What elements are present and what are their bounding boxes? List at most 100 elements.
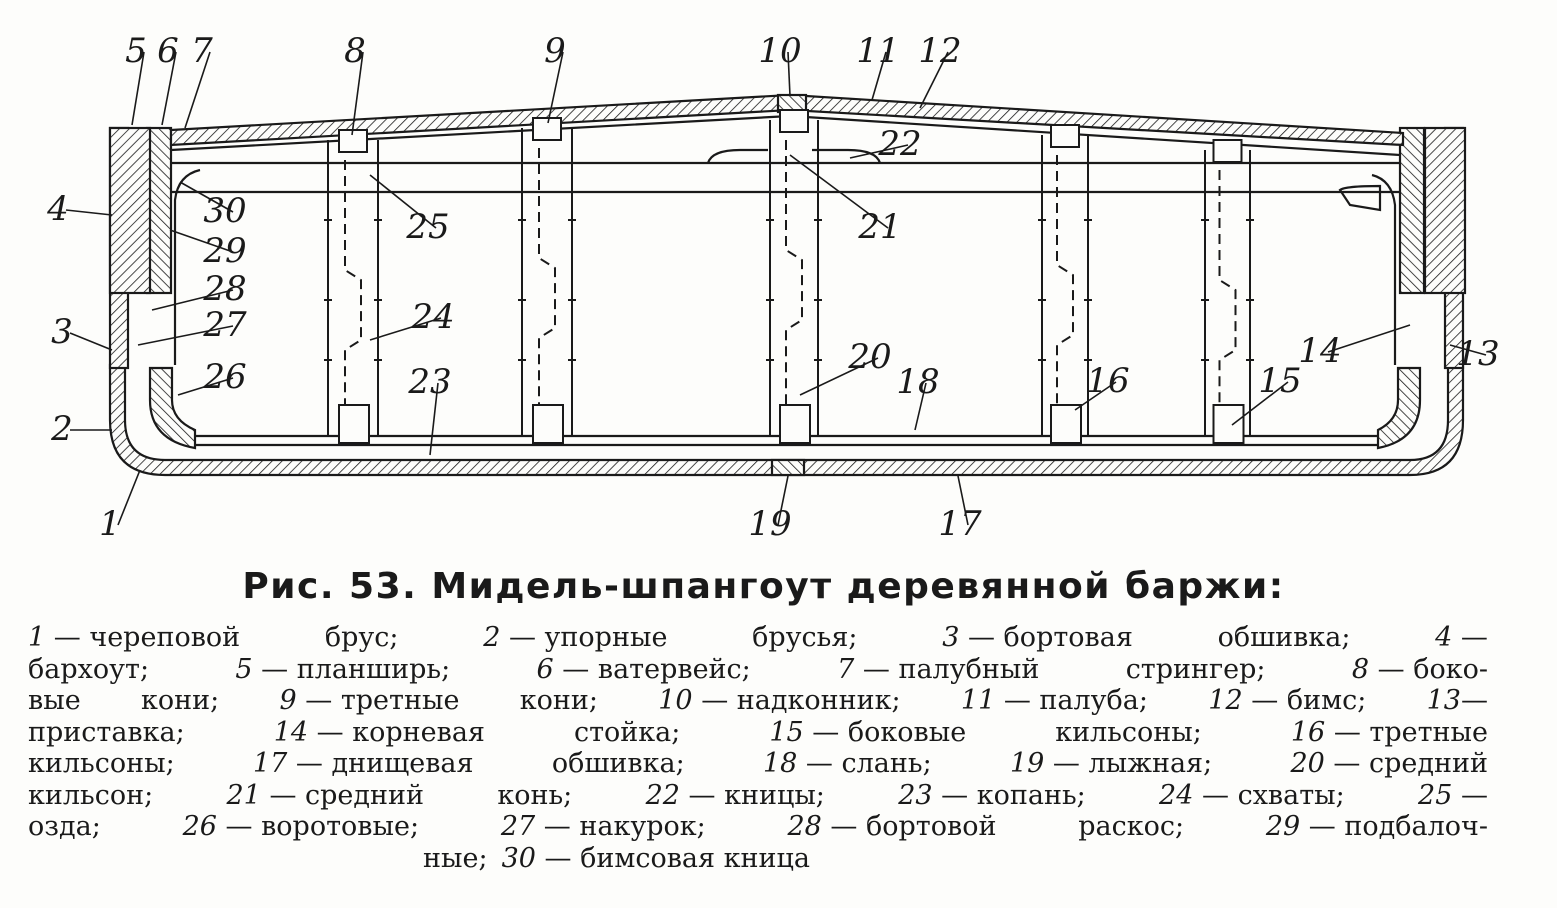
part-number-label: 21: [857, 207, 901, 247]
leader-line: [429, 382, 439, 456]
part-number-label: 23: [407, 362, 451, 402]
legend-segment: 24 — схваты;: [1159, 779, 1345, 811]
right-waterway: [1398, 126, 1426, 295]
right-side-brace: [1371, 173, 1397, 365]
legend-segment: 6 — ватервейс;: [536, 653, 751, 685]
legend-segment: 13—: [1426, 685, 1488, 716]
legend-segment: кони;: [140, 685, 220, 716]
legend-segment: 4 —: [1435, 622, 1488, 653]
vertical-frame: [1201, 139, 1254, 444]
legend-segment: 19 — лыжная;: [1009, 748, 1213, 779]
part-number-label: 30: [203, 191, 246, 231]
leader-line: [369, 317, 442, 341]
part-number-label: 13: [1456, 334, 1499, 374]
part-number-label: 26: [202, 357, 246, 397]
part-number-label: 25: [405, 207, 449, 247]
vertical-frame: [1038, 124, 1092, 444]
keel-shoe: [770, 458, 806, 477]
legend-segment: озда;: [28, 811, 101, 842]
legend-segment: 5 — планширь;: [235, 653, 451, 685]
part-number-label: 6: [157, 31, 179, 71]
part-number-label: 17: [938, 504, 982, 544]
leader-line: [177, 377, 234, 396]
part-number-label: 7: [191, 31, 213, 71]
part-number-label: 5: [125, 31, 147, 71]
leader-line: [131, 51, 145, 126]
leader-line: [117, 469, 141, 526]
legend-segment: раскос;: [1078, 811, 1185, 842]
legend-segment: кильсоны;: [28, 748, 175, 779]
part-number-label: 9: [544, 31, 566, 71]
legend-segment: 30 — бимсовая кница: [501, 842, 810, 874]
legend-segment: 20 — средний: [1290, 748, 1488, 779]
figure-caption: Рис. 53. Мидель-шпангоут деревянной барж…: [242, 566, 1285, 607]
legend-segment: 23 — копань;: [898, 779, 1086, 811]
part-number-label: 3: [51, 312, 73, 352]
leader-line: [137, 325, 234, 346]
legend-segment: кильсон;: [28, 779, 154, 811]
legend-segment: 12 — бимс;: [1208, 685, 1367, 716]
leader-line: [787, 51, 791, 97]
part-number-label: 27: [202, 305, 247, 345]
right-beam-knee: [1338, 184, 1382, 212]
legend-segment: брусья;: [752, 622, 858, 653]
leader-line: [65, 209, 113, 216]
leader-line: [547, 51, 564, 124]
leader-line: [849, 144, 909, 159]
legend-segment: 25 —: [1418, 779, 1488, 811]
part-number-label: 28: [202, 269, 246, 309]
vertical-frame: [518, 117, 576, 444]
part-number-label: 10: [758, 31, 801, 71]
part-number-label: 4: [46, 189, 69, 229]
left-rubbing-strake: [108, 126, 152, 295]
leader-lines: [65, 51, 1487, 526]
leader-line: [184, 51, 211, 129]
leader-line: [1231, 381, 1289, 426]
vertical-frame: [766, 109, 822, 444]
leader-line: [151, 289, 234, 311]
leader-line: [179, 181, 234, 213]
legend-segment: 21 — средний: [226, 779, 425, 811]
legend-segment: обшивка;: [1217, 622, 1351, 653]
legend-segment: 9 — третные: [279, 685, 460, 716]
leader-line: [169, 229, 234, 253]
part-number-label: 8: [344, 31, 366, 71]
leader-line: [69, 332, 113, 351]
legend-segment: 27 — накурок;: [500, 811, 706, 842]
part-number-label: 20: [847, 337, 891, 377]
legend-segment: 16 — третные: [1290, 716, 1488, 748]
legend-segment: 1 — череповой: [28, 622, 241, 653]
legend-segment: 10 — надконник;: [658, 685, 901, 716]
legend-segment: стойка;: [573, 716, 681, 748]
part-number-label: 16: [1086, 361, 1129, 401]
legend-segment: 7 — палубный: [837, 653, 1040, 685]
legend-segment: 29 — подбалоч-: [1265, 811, 1488, 842]
leader-line: [1074, 381, 1117, 411]
legend-segment: брус;: [324, 622, 399, 653]
part-number-label: 14: [1298, 331, 1341, 371]
legend-segment: 2 — упорные: [483, 622, 668, 653]
leader-line: [369, 174, 437, 229]
legend-segment: приставка;: [28, 716, 185, 748]
leader-line: [871, 51, 887, 101]
legend-segment: 17 — днищевая: [252, 748, 474, 779]
leader-line: [1327, 324, 1411, 353]
part-number-label: 11: [856, 31, 899, 71]
legend-segment: стрингер;: [1125, 653, 1266, 685]
part-number-label: 22: [877, 124, 921, 164]
vertical-frame: [324, 129, 382, 444]
legend-segment: 18 — слань;: [762, 748, 932, 779]
leader-line: [161, 51, 177, 126]
part-number-label: 18: [896, 362, 939, 402]
part-number-label: 15: [1258, 361, 1301, 401]
left-corner-block: [148, 366, 197, 450]
leader-line: [1449, 344, 1487, 356]
legend-segment: 26 — воротовые;: [182, 811, 420, 842]
